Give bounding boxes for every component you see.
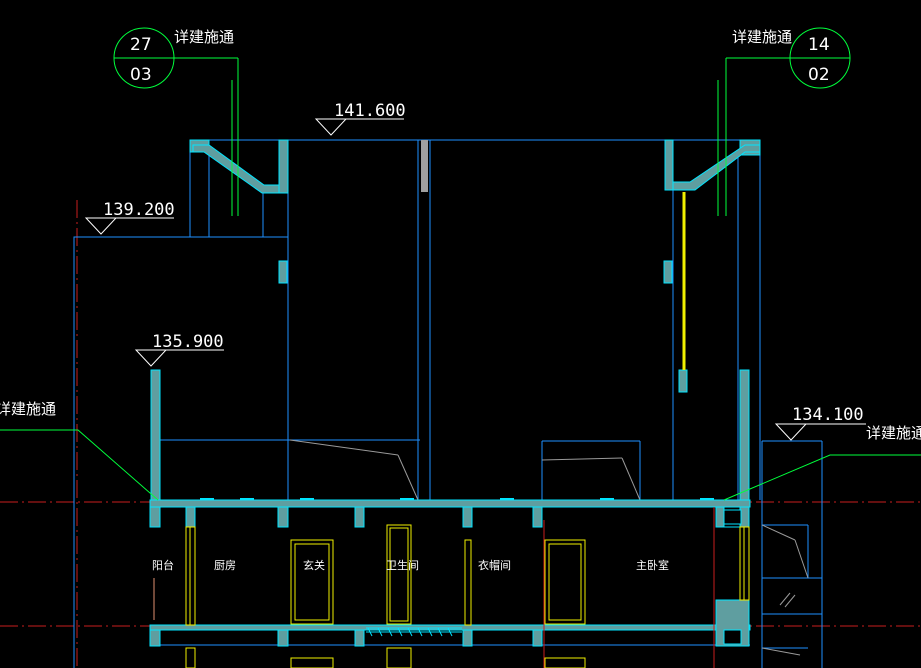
detail-ref-right-note: 详建施通: [732, 28, 792, 46]
elevation-left-high-value: 139.200: [103, 200, 175, 220]
detail-ref-left-note: 详建施通: [174, 28, 234, 46]
room-label-balcony: 阳台: [152, 558, 174, 572]
room-label-kitchen: 厨房: [214, 559, 236, 572]
hatch-strip: [366, 627, 462, 637]
elevation-top: 141.600: [314, 101, 406, 136]
elevation-right: 134.100: [774, 405, 866, 441]
detail-ref-left: 27 03 详建施通: [113, 27, 234, 89]
sketch-lines: [289, 439, 809, 656]
detail-ref-right: 14 02 详建施通: [732, 27, 851, 89]
room-label-cloakroom: 衣帽间: [478, 558, 511, 572]
leader-lines: [0, 57, 921, 501]
side-note-right: 详建施通: [866, 424, 921, 442]
detail-ref-left-top: 27: [130, 35, 152, 55]
detail-ref-right-top: 14: [808, 35, 830, 55]
elevation-top-value: 141.600: [334, 101, 406, 121]
side-note-left: 详建施通: [0, 400, 56, 418]
gray-column-block: [421, 140, 428, 192]
room-label-entry: 玄关: [303, 558, 325, 572]
axis-lines: [0, 200, 921, 668]
elevation-right-value: 134.100: [792, 405, 864, 425]
doors: [185, 524, 750, 668]
slab-ticks: [200, 498, 714, 500]
detail-ref-right-bottom: 02: [808, 65, 830, 85]
elevation-left-low: 135.900: [134, 332, 224, 367]
elevation-left-high: 139.200: [84, 200, 175, 235]
detail-ref-left-bottom: 03: [130, 65, 152, 85]
red-accents: [153, 507, 715, 668]
elevation-left-low-value: 135.900: [152, 332, 224, 352]
room-label-master-bedroom: 主卧室: [636, 558, 669, 572]
room-label-bathroom: 卫生间: [386, 558, 419, 572]
